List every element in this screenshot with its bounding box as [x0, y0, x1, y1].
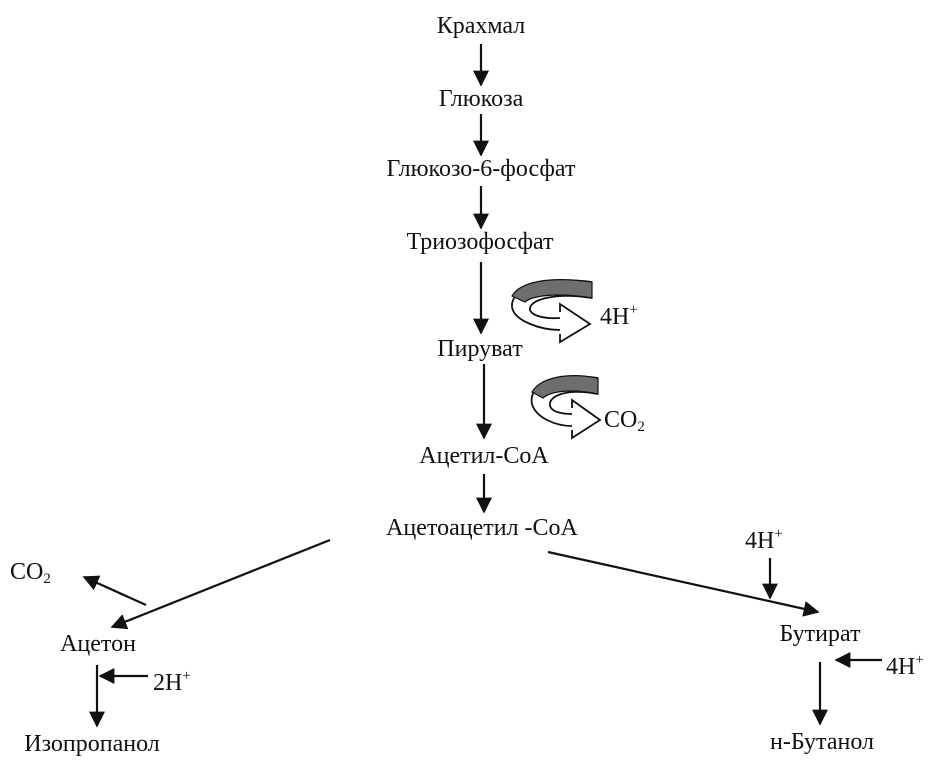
label-triosephosphate: Триозофосфат	[406, 229, 554, 255]
label-co2-acetone: CO2	[10, 559, 51, 587]
label-acetoacetyl-coa: Ацетоацетил -СоА	[386, 515, 578, 541]
label-2h-plus: 2H+	[153, 668, 191, 696]
label-4h-plus-butyrate-side: 4H+	[886, 652, 924, 680]
label-pyruvate: Пируват	[437, 336, 523, 362]
label-4h-plus-butyrate-top: 4H+	[745, 526, 783, 554]
label-4h-plus-pyruvate: 4H+	[600, 302, 638, 330]
arrow-acetoacetylcoa-to-acetone	[110, 538, 331, 630]
label-isopropanol: Изопропанол	[24, 731, 160, 757]
label-acetyl-coa: Ацетил-СоА	[419, 443, 549, 469]
curved-arrow-co2-release	[530, 375, 602, 440]
arrow-acetone-to-co2	[82, 575, 147, 607]
label-acetone: Ацетон	[60, 631, 136, 657]
label-starch: Крахмал	[436, 13, 526, 39]
label-co2-acetyl: CO2	[604, 407, 645, 435]
label-n-butanol: н-Бутанол	[770, 729, 874, 755]
label-butyrate: Бутират	[779, 621, 861, 647]
label-glucose-6-phosphate: Глюкозо-6-фосфат	[386, 156, 576, 182]
curved-arrow-4h-release	[511, 279, 593, 344]
label-glucose: Глюкоза	[438, 86, 524, 112]
arrow-acetoacetylcoa-to-butyrate	[547, 550, 820, 617]
